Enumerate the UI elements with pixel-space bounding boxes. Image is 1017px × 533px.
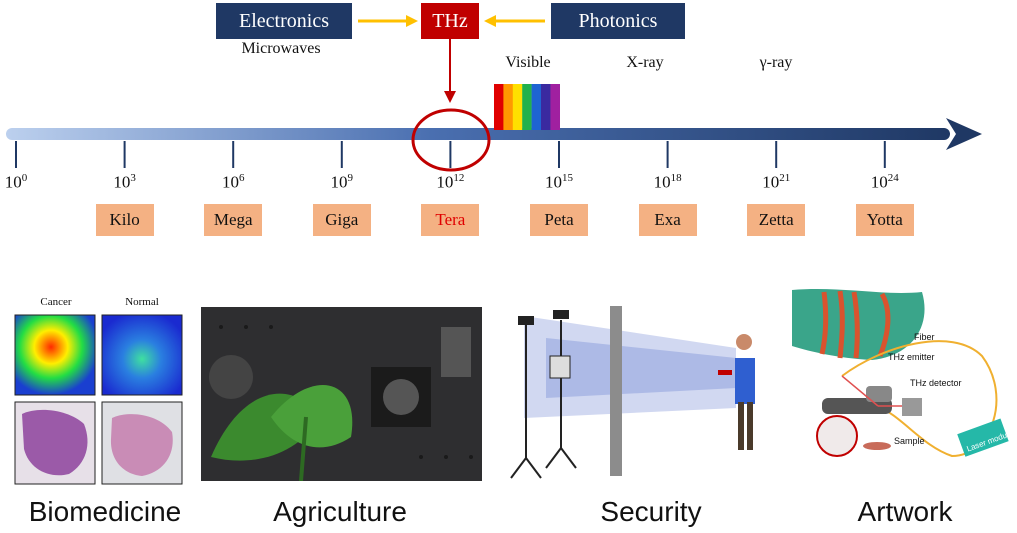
photonics-label: Photonics <box>578 9 658 32</box>
electronics-label: Electronics <box>239 9 329 32</box>
band-xray: X-ray <box>626 54 664 71</box>
artwork-setup: Fiber THz emitter THz detector Sample La… <box>792 289 1015 458</box>
prefix-giga: Giga <box>312 204 371 236</box>
thz-pointer-arrow <box>444 39 456 103</box>
prefix-mega: Mega <box>204 204 263 236</box>
frequency-axis <box>6 118 982 150</box>
thz-detector-label: THz detector <box>910 378 962 388</box>
electronics-box: Electronics <box>216 3 352 39</box>
visible-spectrum <box>494 84 560 130</box>
tick-label: 100 <box>4 172 28 192</box>
prefix-kilo: Kilo <box>95 204 154 236</box>
visible-color-band <box>541 84 551 130</box>
cancer-label: Cancer <box>40 296 72 308</box>
visible-color-band <box>503 84 513 130</box>
visible-color-band <box>522 84 532 130</box>
spectrum-diagram <box>6 15 982 172</box>
photonics-box: Photonics <box>551 3 685 39</box>
sample-label: Sample <box>894 436 925 446</box>
normal-label: Normal <box>125 296 159 308</box>
band-visible: Visible <box>505 54 551 71</box>
label-agriculture: Agriculture <box>273 496 407 527</box>
fiber-label: Fiber <box>914 332 935 342</box>
arrow-electronics-to-thz <box>358 15 418 27</box>
label-biomedicine: Biomedicine <box>28 496 182 527</box>
thz-highlight-circle <box>411 108 491 172</box>
tick-label: 1018 <box>653 172 682 192</box>
thz-box: THz <box>421 3 479 39</box>
tick-label: 1021 <box>762 172 791 192</box>
thz-label: THz <box>432 9 468 32</box>
tick-marks <box>15 141 886 168</box>
visible-color-band <box>550 84 560 130</box>
band-gamma: γ-ray <box>759 54 793 71</box>
visible-color-band <box>512 84 523 130</box>
prefix-peta: Peta <box>530 204 588 236</box>
prefix-tera: Tera <box>421 204 480 236</box>
thz-emitter-label: THz emitter <box>888 352 935 362</box>
label-artwork: Artwork <box>857 496 953 527</box>
label-security: Security <box>600 496 702 527</box>
tick-label: 1015 <box>545 172 573 192</box>
agriculture-photo <box>201 307 482 481</box>
tick-label: 103 <box>113 172 136 192</box>
tick-label: 106 <box>221 172 245 192</box>
tick-label: 1024 <box>870 172 899 192</box>
biomedicine-images <box>14 314 183 485</box>
band-microwaves: Microwaves <box>241 40 321 57</box>
prefix-yotta: Yotta <box>855 204 914 236</box>
security-illustration <box>510 306 755 479</box>
tick-label: 109 <box>330 172 354 192</box>
visible-color-band <box>494 84 504 130</box>
prefix-zetta: Zetta <box>747 204 806 236</box>
arrow-photonics-to-thz <box>484 15 545 27</box>
visible-color-band <box>531 84 542 130</box>
prefix-exa: Exa <box>638 204 697 236</box>
biomedicine-panel: Cancer Normal <box>14 296 184 486</box>
tick-label: 1012 <box>436 172 465 192</box>
